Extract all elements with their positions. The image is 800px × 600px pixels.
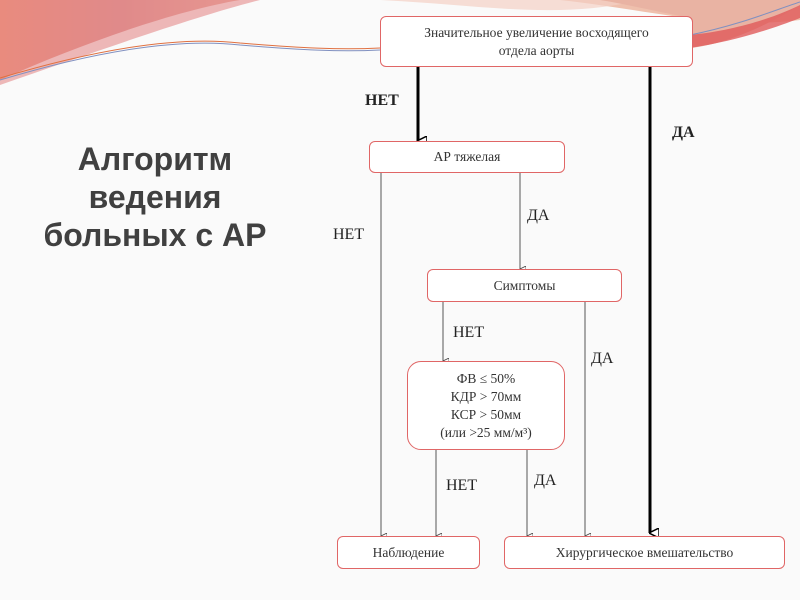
- criteria-esd: КСР > 50мм: [450, 406, 522, 422]
- node-start: Значительное увеличение восходящего отде…: [380, 16, 693, 67]
- title-line: Алгоритм: [77, 141, 233, 177]
- node-start-line: Значительное увеличение восходящего: [424, 24, 649, 40]
- label-criteria-yes: ДА: [534, 472, 557, 489]
- criteria-indexed: (или >25 мм/м³): [440, 424, 532, 440]
- node-observation-label: Наблюдение: [372, 544, 445, 560]
- node-symptoms-label: Симптомы: [493, 277, 556, 293]
- node-surgery: Хирургическое вмешательство: [504, 536, 785, 569]
- criteria-edd: КДР > 70мм: [450, 388, 522, 404]
- node-surgery-label: Хирургическое вмешательство: [555, 544, 734, 560]
- node-severe: АР тяжелая: [369, 141, 565, 173]
- label-severe-yes: ДА: [527, 207, 550, 224]
- node-observation: Наблюдение: [337, 536, 480, 569]
- node-symptoms: Симптомы: [427, 269, 622, 302]
- label-severe-no: НЕТ: [333, 226, 365, 243]
- title-line: ведения: [88, 179, 222, 215]
- node-severe-label: АР тяжелая: [433, 149, 501, 164]
- label-criteria-no: НЕТ: [446, 477, 478, 494]
- title-line: больных с АР: [43, 217, 267, 253]
- label-symptoms-no: НЕТ: [453, 324, 485, 341]
- page-title: Алгоритм ведения больных с АР: [40, 140, 270, 254]
- node-criteria: ФВ ≤ 50% КДР > 70мм КСР > 50мм (или >25 …: [407, 361, 565, 450]
- label-start-no: НЕТ: [365, 92, 399, 109]
- criteria-ef: ФВ ≤ 50%: [456, 370, 516, 386]
- label-start-yes: ДА: [672, 124, 695, 141]
- node-start-line: отдела аорты: [498, 42, 575, 58]
- label-symptoms-yes: ДА: [591, 350, 614, 367]
